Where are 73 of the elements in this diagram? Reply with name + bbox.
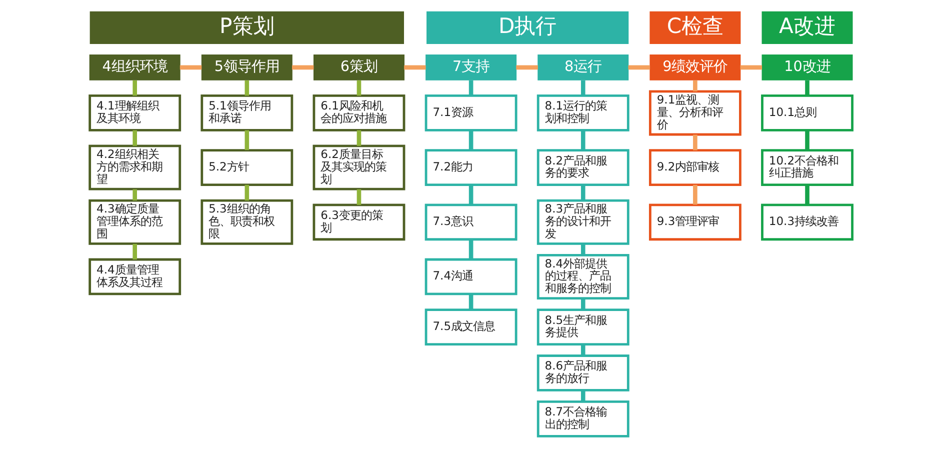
connector: [693, 184, 698, 205]
node-box: 4.4质量管理体系及其过程: [88, 258, 182, 296]
connector: [468, 294, 474, 310]
node-box: 5.2方针: [200, 149, 294, 186]
node-box: 6.2质量目标及其实现的策划: [312, 144, 406, 190]
connector: [404, 65, 426, 70]
node-box: 6策划: [313, 54, 404, 80]
connector: [132, 130, 137, 146]
connector: [516, 65, 538, 70]
node-box: 9.1监视、测量、分析和评价: [648, 90, 742, 136]
node-box: 6.1风险和机会的应对措施: [312, 94, 406, 132]
node-box: 6.3变更的策划: [312, 204, 406, 241]
connector: [805, 80, 810, 96]
connector: [628, 65, 650, 70]
node-box: 8.2产品和服务的要求: [536, 149, 630, 186]
connector: [468, 80, 474, 96]
connector: [805, 130, 810, 150]
node-box: 8.4外部提供的过程、产品和服务的控制: [536, 254, 630, 300]
connector: [244, 80, 250, 96]
connector: [244, 184, 250, 201]
connector: [580, 298, 586, 310]
connector: [580, 80, 586, 96]
node-box: 9.3管理评审: [648, 204, 742, 241]
connector: [580, 184, 586, 201]
node-box: 9.2内部审核: [648, 149, 742, 186]
connector: [580, 344, 586, 356]
connector: [693, 80, 698, 92]
node-box: A改进: [762, 11, 853, 44]
connector: [132, 189, 137, 200]
node-box: 5.3组织的角色、职责和权限: [200, 199, 294, 245]
connector: [805, 184, 810, 205]
node-box: 4.2组织相关方的需求和期望: [88, 144, 182, 190]
node-box: 4.1理解组织及其环境: [88, 94, 182, 132]
node-box: 8.1运行的策划和控制: [536, 94, 630, 132]
node-box: 8.6产品和服务的放行: [536, 354, 630, 392]
connector: [180, 65, 202, 70]
node-box: 9绩效评价: [650, 54, 741, 80]
connector: [356, 189, 362, 205]
node-box: 7支持: [426, 54, 517, 80]
node-box: 5.1领导作用和承诺: [200, 94, 294, 132]
connector: [580, 244, 586, 256]
connector: [356, 80, 362, 96]
node-box: D执行: [426, 11, 629, 44]
node-box: 7.4沟通: [424, 258, 518, 296]
node-box: 8.3产品和服务的设计和开发: [536, 199, 630, 245]
connector: [132, 244, 137, 260]
node-box: 7.1资源: [424, 94, 518, 132]
connector: [740, 65, 762, 70]
node-box: 10.1总则: [761, 94, 854, 132]
node-box: P策划: [90, 11, 404, 44]
connector: [468, 184, 474, 205]
node-box: 8运行: [538, 54, 629, 80]
node-box: 8.7不合格输出的控制: [536, 400, 630, 438]
connector: [580, 390, 586, 402]
connector: [356, 130, 362, 146]
node-box: 7.3意识: [424, 204, 518, 241]
connector: [580, 130, 586, 150]
node-box: 7.5成文信息: [424, 308, 518, 346]
node-box: 4组织环境: [89, 54, 180, 80]
node-box: 10.2不合格和纠正措施: [761, 149, 854, 186]
connector: [132, 80, 137, 96]
node-box: 10.3持续改善: [761, 204, 854, 241]
node-box: C检查: [650, 11, 741, 44]
node-box: 10改进: [762, 54, 853, 80]
connector: [693, 134, 698, 150]
connector: [468, 130, 474, 150]
node-box: 7.2能力: [424, 149, 518, 186]
node-box: 4.3确定质量管理体系的范围: [88, 199, 182, 245]
connector: [468, 239, 474, 260]
connector: [244, 130, 250, 150]
connector: [292, 65, 314, 70]
node-box: 5领导作用: [201, 54, 292, 80]
node-box: 8.5生产和服务提供: [536, 308, 630, 346]
